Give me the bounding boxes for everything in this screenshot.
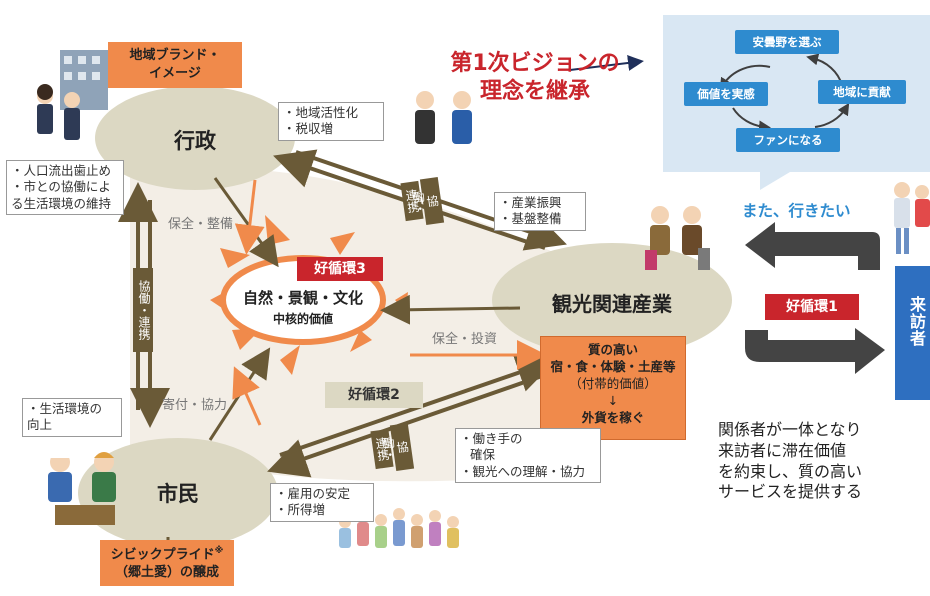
gyosei-people-illustration bbox=[37, 50, 108, 140]
note-sangyo-1: ・産業振興 bbox=[499, 195, 562, 210]
note-gyosei-left: ・人口流出歯止め ・市との協働による生活環境の維持 bbox=[6, 160, 124, 215]
note-shimin-left: ・生活環境の 向上 bbox=[22, 398, 122, 437]
visitor-label: 来訪者 bbox=[907, 296, 926, 347]
connector-left: 協働・連携 bbox=[133, 268, 153, 352]
summary-line-2: 来訪者に滞在価値 bbox=[718, 440, 847, 460]
note-gyosei-left-1: ・人口流出歯止め bbox=[11, 163, 112, 178]
quality-line-3: （付帯的価値） bbox=[569, 375, 657, 391]
flow-hozen-seibi: 保全・整備 bbox=[168, 217, 234, 232]
brand-line-1: 地域ブランド・ bbox=[129, 48, 221, 63]
cycle2-label: 好循環2 bbox=[325, 382, 423, 408]
vision-line-1: 第1次ビジョンの bbox=[450, 51, 620, 76]
callout-bubble bbox=[663, 15, 930, 190]
note-shimin-right: ・雇用の安定 ・所得増 bbox=[270, 483, 374, 522]
kanko-ellipse bbox=[492, 243, 732, 357]
gyosei-label: 行政 bbox=[174, 129, 216, 153]
cycle3-label: 好循環3 bbox=[297, 257, 383, 281]
civic-line-1: シビックプライド※ bbox=[100, 545, 234, 564]
handshake-illustration bbox=[415, 91, 472, 144]
shimin-label: 市民 bbox=[157, 482, 199, 506]
note-gyosei-left-2: ・市との協働による生活環境の維持 bbox=[11, 179, 112, 211]
shimin-ellipse bbox=[78, 438, 278, 548]
summary-line-3: を約束し、質の高い bbox=[718, 461, 863, 481]
center-subtitle: 中核的価値 bbox=[272, 312, 333, 326]
quality-line-1: 質の高い bbox=[587, 342, 638, 357]
citizens-illustration bbox=[48, 448, 116, 525]
quality-box: 質の高い 宿・食・体験・土産等 （付帯的価値） ↓ 外貨を稼ぐ bbox=[540, 336, 686, 440]
note-gyosei-right-1: ・地域活性化 bbox=[283, 105, 359, 120]
note-gyosei-right-2: ・税収増 bbox=[283, 121, 334, 137]
vision-line-2: 理念を継承 bbox=[479, 79, 590, 105]
vision-title: 第1次ビジョンの 理念を継承 bbox=[430, 50, 640, 106]
note-shimin-right-2: ・所得増 bbox=[275, 502, 326, 518]
callout-top: 安曇野を選ぶ bbox=[735, 30, 839, 54]
civic-pride-box: シビックプライド※ （郷土愛）の醸成 bbox=[100, 540, 234, 586]
center-title: 自然・景観・文化 bbox=[242, 289, 363, 307]
flow-hozen-toshi: 保全・投資 bbox=[432, 332, 498, 347]
callout-right: 地域に貢献 bbox=[818, 80, 906, 104]
civic-line-2: （郷土愛）の醸成 bbox=[114, 564, 219, 580]
note-shimin-right-1: ・雇用の安定 bbox=[275, 486, 351, 501]
callout-left: 価値を実感 bbox=[684, 82, 768, 106]
note-sangyo: ・産業振興 ・基盤整備 bbox=[494, 192, 586, 231]
note-worker: ・働き手の 確保 ・観光への理解・協力 bbox=[455, 428, 601, 483]
mata-ikitai-text: また、行きたい bbox=[742, 202, 851, 220]
brand-line-2: イメージ bbox=[149, 65, 201, 81]
visitor-bar bbox=[895, 266, 930, 400]
gyosei-ellipse bbox=[95, 86, 295, 190]
tourists-illustration bbox=[645, 206, 710, 270]
callout-bottom: ファンになる bbox=[736, 128, 840, 152]
civic-text: シビックプライド bbox=[110, 547, 215, 563]
quality-line-2: 宿・食・体験・土産等 bbox=[550, 358, 676, 374]
note-gyosei-right: ・地域活性化 ・税収増 bbox=[278, 102, 384, 141]
flow-kifu-kyoryoku: 寄付・協力 bbox=[162, 398, 228, 413]
brand-image-box: 地域ブランド・ イメージ bbox=[108, 42, 242, 88]
quality-line-5: 外貨を稼ぐ bbox=[581, 409, 645, 425]
note-sangyo-2: ・基盤整備 bbox=[499, 211, 562, 227]
civic-note-mark: ※ bbox=[214, 546, 224, 556]
summary-line-1: 関係者が一体となり bbox=[718, 420, 862, 439]
note-worker-2: 確保 bbox=[470, 447, 496, 463]
quality-arrow: ↓ bbox=[607, 392, 619, 408]
visitors-illustration bbox=[894, 182, 930, 254]
note-worker-3: ・観光への理解・協力 bbox=[460, 463, 586, 479]
summary-line-4: サービスを提供する bbox=[718, 482, 863, 502]
cycle1-label: 好循環1 bbox=[765, 294, 859, 320]
kanko-label: 観光関連産業 bbox=[552, 292, 672, 316]
note-shimin-left-2: 向上 bbox=[27, 417, 53, 433]
note-shimin-left-1: ・生活環境の bbox=[27, 401, 103, 416]
summary-text: 関係者が一体となり 来訪者に滞在価値 を約束し、質の高い サービスを提供する bbox=[718, 420, 918, 503]
note-worker-1: ・働き手の bbox=[460, 431, 523, 446]
